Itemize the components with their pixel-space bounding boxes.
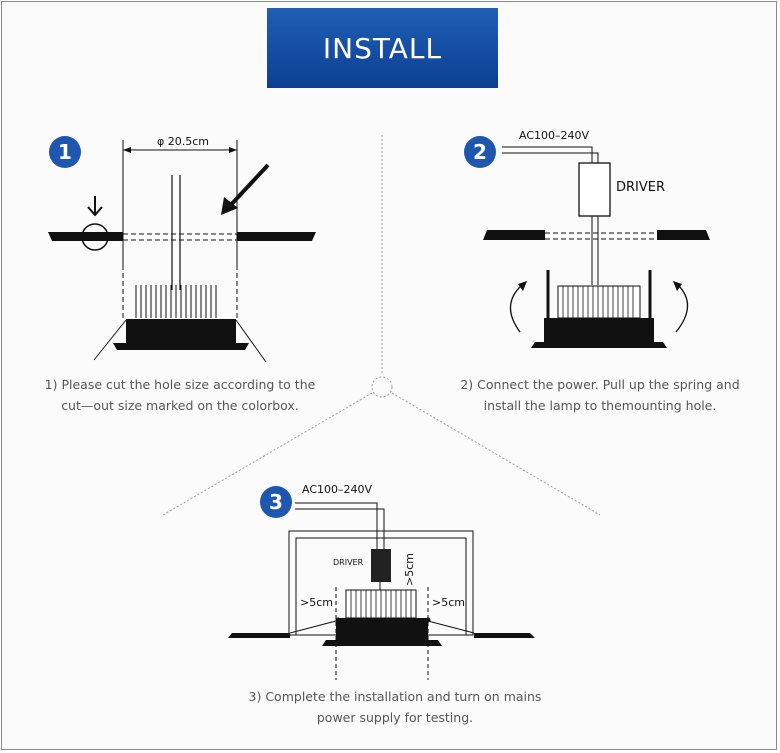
step3-clearance-right: >5cm [432,596,465,609]
step1-heatsink [135,285,217,318]
step2-caption-line1: 2) Connect the power. Pull up the spring… [460,377,740,392]
step2-driver-box [578,162,611,217]
step3-driver-label: DRIVER [333,558,364,567]
step2-right-curve-arrow [675,284,689,333]
step1-caption-line1: 1) Please cut the hole size according to… [44,377,316,392]
step2-illustration: AC100–240V DRIVER [483,129,710,348]
step3-clearance-left: >5cm [300,596,333,609]
step3-caption-line2: power supply for testing. [316,710,474,725]
step3-caption-line1: 3) Complete the installation and turn on… [248,689,542,704]
step3-driver-box [371,549,391,582]
step1-caption-line2: cut—out size marked on the colorbox. [61,398,299,413]
step1-lamp-body [126,319,236,343]
step1-illustration: φ 20.5cm [48,135,316,363]
step1-dimension-label: φ 20.5cm [157,135,209,148]
title-banner: INSTALL [267,8,498,88]
step2-number-badge: 2 [464,136,496,168]
step2-heatsink [557,285,641,319]
step1-cut-circle [81,223,109,251]
step3-lamp-body [336,618,428,640]
step3-caption: 3) Complete the installation and turn on… [230,686,560,728]
step1-big-arrow [226,163,270,210]
divider-left-diagonal [162,392,373,516]
step2-caption-line2: install the lamp to themounting hole. [483,398,717,413]
step1-caption: 1) Please cut the hole size according to… [20,374,340,416]
step2-caption: 2) Connect the power. Pull up the spring… [440,374,760,416]
step2-voltage-label: AC100–240V [519,129,590,142]
step2-left-curve-arrow [509,284,523,333]
step2-driver-label: DRIVER [616,180,665,195]
step3-voltage-label: AC100–240V [302,483,373,496]
step3-number-badge: 3 [260,486,292,518]
step3-illustration: AC100–240V DRIVER >5cm [228,483,535,680]
step1-number-badge: 1 [49,136,81,168]
page-title: INSTALL [322,31,443,65]
divider-right-diagonal [391,392,601,516]
step3-clearance-top: >5cm [403,553,416,586]
divider-center-circle [371,376,393,398]
step2-lamp-body [544,318,654,342]
